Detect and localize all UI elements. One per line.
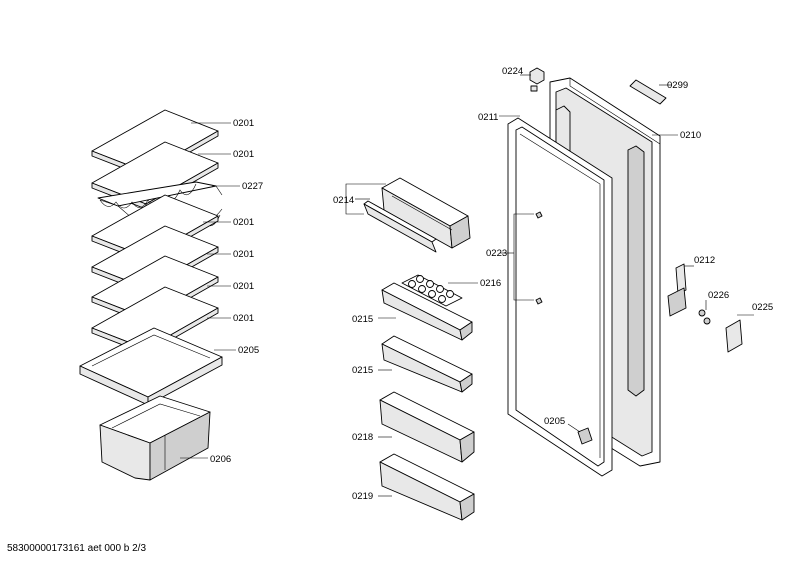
label-0224: 0224 — [502, 66, 523, 77]
label-0201-c: 0201 — [233, 217, 254, 228]
label-0201-b: 0201 — [233, 149, 254, 160]
hinge-cap-0224[interactable] — [529, 67, 545, 92]
label-0216: 0216 — [480, 278, 501, 289]
label-0211: 0211 — [478, 112, 498, 123]
label-0201-d: 0201 — [233, 249, 254, 260]
door-bin-0218[interactable] — [379, 391, 475, 463]
door-bin-0215-a[interactable] — [381, 282, 473, 341]
door-bin-0219[interactable] — [379, 453, 475, 521]
label-0227: 0227 — [242, 181, 263, 192]
hinge-0212[interactable] — [667, 263, 687, 317]
leaders-right — [499, 74, 754, 433]
butter-compartment-0214[interactable] — [363, 177, 471, 253]
label-0215-a: 0215 — [352, 314, 373, 325]
label-0218: 0218 — [352, 432, 373, 443]
vegetable-drawer-0206[interactable] — [99, 395, 211, 481]
door-bin-0215-b[interactable] — [381, 335, 473, 393]
door-pins-0223[interactable] — [535, 211, 543, 305]
leaders-middle — [345, 183, 478, 497]
label-0223: 0223 — [486, 248, 507, 259]
hinge-cover-0225[interactable] — [725, 319, 743, 353]
label-0214: 0214 — [333, 195, 354, 206]
drawer-cover-0205[interactable] — [79, 327, 223, 406]
egg-tray-0216[interactable] — [401, 274, 463, 307]
leaders-left — [180, 122, 240, 459]
label-0215-b: 0215 — [352, 365, 373, 376]
label-0206: 0206 — [210, 454, 231, 465]
label-0201-f: 0201 — [233, 313, 254, 324]
label-0210: 0210 — [680, 130, 701, 141]
label-strip-0299[interactable] — [629, 79, 667, 105]
label-0205-door-stop: 0205 — [544, 416, 565, 427]
label-0201-e: 0201 — [233, 281, 254, 292]
label-0226: 0226 — [708, 290, 729, 301]
label-0219: 0219 — [352, 491, 373, 502]
door-seal-0211[interactable] — [507, 117, 613, 477]
screws-0226[interactable] — [698, 309, 711, 325]
label-0299: 0299 — [667, 80, 688, 91]
label-0212: 0212 — [694, 255, 715, 266]
document-footer-id: 58300000173161 aet 000 b 2/3 — [7, 543, 147, 554]
label-0225: 0225 — [752, 302, 773, 313]
label-0201-a: 0201 — [233, 118, 254, 129]
door-stop-0205[interactable] — [577, 427, 593, 445]
label-0205-drawer-cover: 0205 — [238, 345, 259, 356]
